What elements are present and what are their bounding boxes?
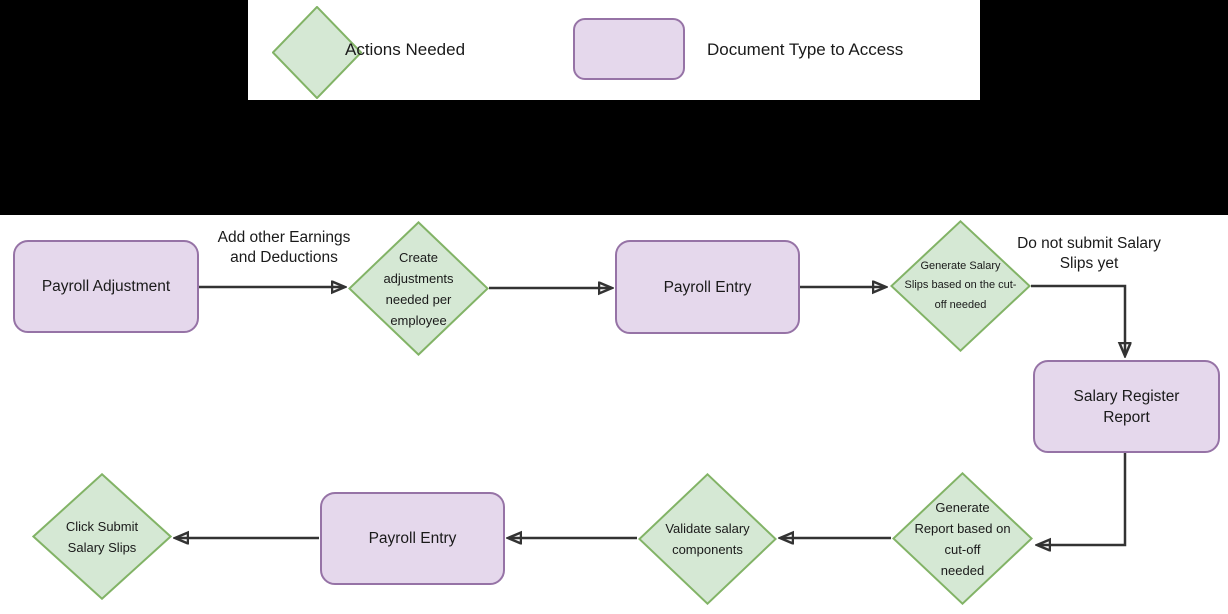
legend-action-diamond-icon <box>272 6 362 99</box>
node-label: Payroll Entry <box>663 278 752 296</box>
node-label: Validate salary components <box>665 521 750 557</box>
diamond-shape <box>32 473 172 600</box>
document-node-payroll-entry-top: Payroll Entry <box>615 240 800 334</box>
document-node-payroll-adjustment: Payroll Adjustment <box>13 240 199 333</box>
node-label: Salary Register Report <box>1073 387 1180 426</box>
edge-salary-register-report-to-generate-report <box>1038 453 1127 545</box>
action-node-create-adjustments: Create adjustments needed per employee <box>348 221 489 356</box>
legend-document-label: Document Type to Access <box>707 40 904 59</box>
node-label: Create adjustments needed per employee <box>383 249 454 328</box>
action-node-generate-salary-slips: Generate Salary Slips based on the cut- … <box>890 220 1031 352</box>
diamond-shape <box>348 221 489 356</box>
action-node-generate-report: Generate Report based on cut-off needed <box>892 472 1033 605</box>
legend-actions-label: Actions Needed <box>345 40 466 59</box>
document-node-payroll-entry-bottom: Payroll Entry <box>320 492 505 585</box>
node-label: Payroll Entry <box>368 530 457 547</box>
node-label: Generate Report based on cut-off needed <box>914 499 1011 578</box>
legend-box: Actions Needed Document Type to Access <box>248 0 980 100</box>
legend-document-shape-icon <box>573 18 685 80</box>
edge-label-add-other-earnings: Add other Earnings and Deductions <box>217 229 351 266</box>
edge-label-do-not-submit: Do not submit Salary Slips yet <box>1017 235 1161 272</box>
edge-generate-salary-slips-to-salary-register-report <box>1031 284 1125 355</box>
diamond-shape <box>638 473 777 605</box>
diamond-shape <box>892 472 1033 605</box>
document-node-salary-register-report: Salary Register Report <box>1033 360 1220 453</box>
action-node-click-submit-salary-slips: Click Submit Salary Slips <box>32 473 172 600</box>
diamond-shape <box>890 220 1031 352</box>
node-label: Payroll Adjustment <box>41 278 171 295</box>
node-label: Click Submit Salary Slips <box>65 518 139 555</box>
action-node-validate-salary-components: Validate salary components <box>638 473 777 605</box>
node-label: Generate Salary Slips based on the cut- … <box>904 259 1017 311</box>
